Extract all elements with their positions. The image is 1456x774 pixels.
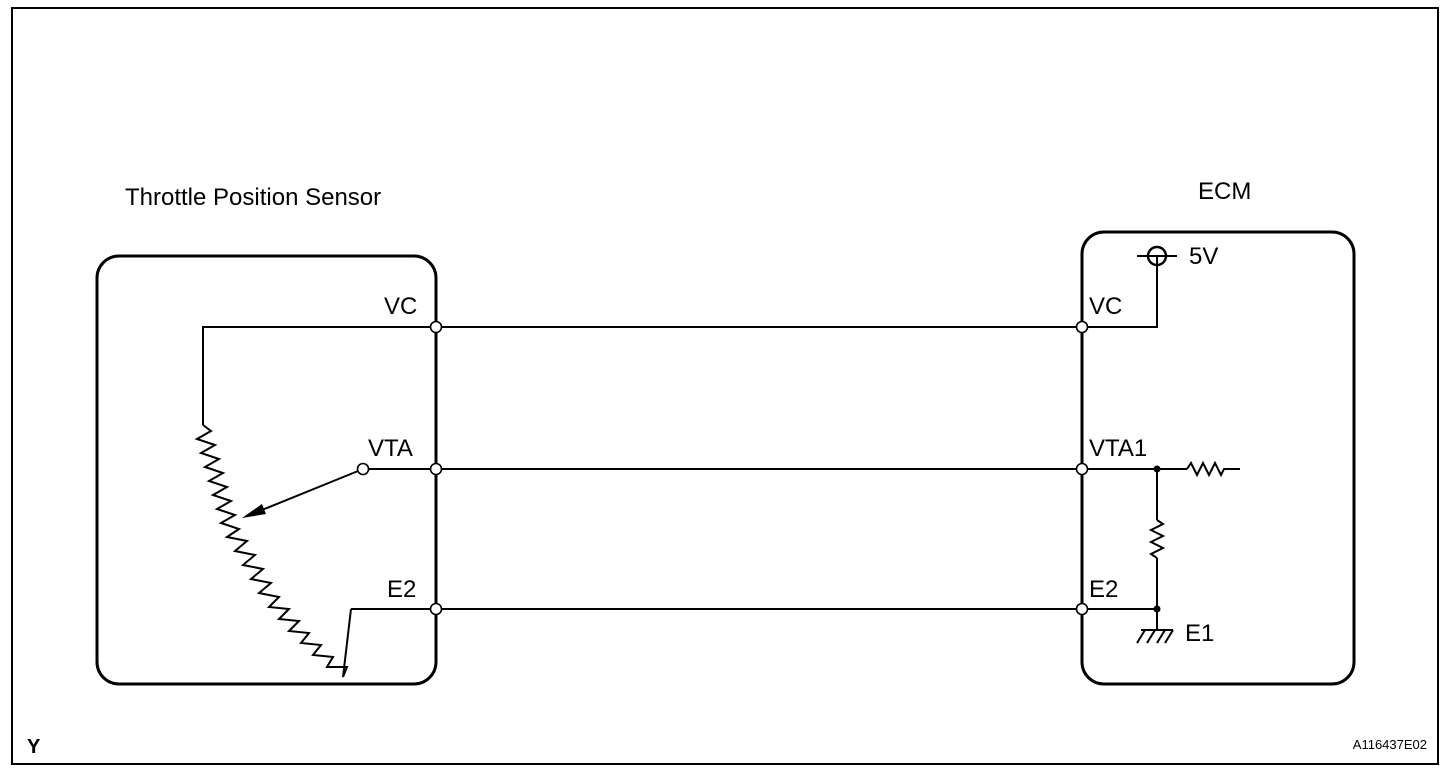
ground-icon (1136, 629, 1174, 644)
sensor-terminal-vta (429, 462, 443, 476)
junction-vta1 (1153, 465, 1161, 473)
ecm-supply-label: 5V (1189, 243, 1218, 270)
wiper-line (261, 468, 364, 511)
ecm-pulldown-resistor (1148, 519, 1166, 559)
ecm-pin-vc-label: VC (1089, 293, 1122, 320)
sensor-terminal-e2 (429, 602, 443, 616)
sensor-pin-e2-label: E2 (387, 576, 416, 603)
ecm-pin-e1-label: E1 (1185, 620, 1214, 647)
ecm-title: ECM (1198, 178, 1251, 205)
figure-code: A116437E02 (1353, 737, 1427, 752)
ecm-terminal-e2 (1075, 602, 1089, 616)
outer-frame (11, 7, 1439, 765)
sensor-terminal-vc (429, 320, 443, 334)
sensor-title: Throttle Position Sensor (125, 184, 381, 211)
ecm-box (1080, 230, 1356, 686)
ecm-terminal-vc (1075, 320, 1089, 334)
sensor-pin-vc-label: VC (384, 293, 417, 320)
ecm-pin-e2-label: E2 (1089, 576, 1118, 603)
wiper-arrow-icon (242, 504, 266, 518)
wiper-terminal (356, 462, 370, 476)
corner-letter: Y (27, 736, 41, 758)
ecm-pin-vta1-label: VTA1 (1089, 435, 1147, 462)
sensor-vc-lead (202, 326, 436, 425)
sensor-pin-vta-label: VTA (368, 435, 413, 462)
ecm-terminal-vta1 (1075, 462, 1089, 476)
ecm-series-resistor (1186, 460, 1240, 478)
potentiometer-resistor (194, 424, 352, 678)
ecm-vc-lead (1082, 256, 1158, 328)
